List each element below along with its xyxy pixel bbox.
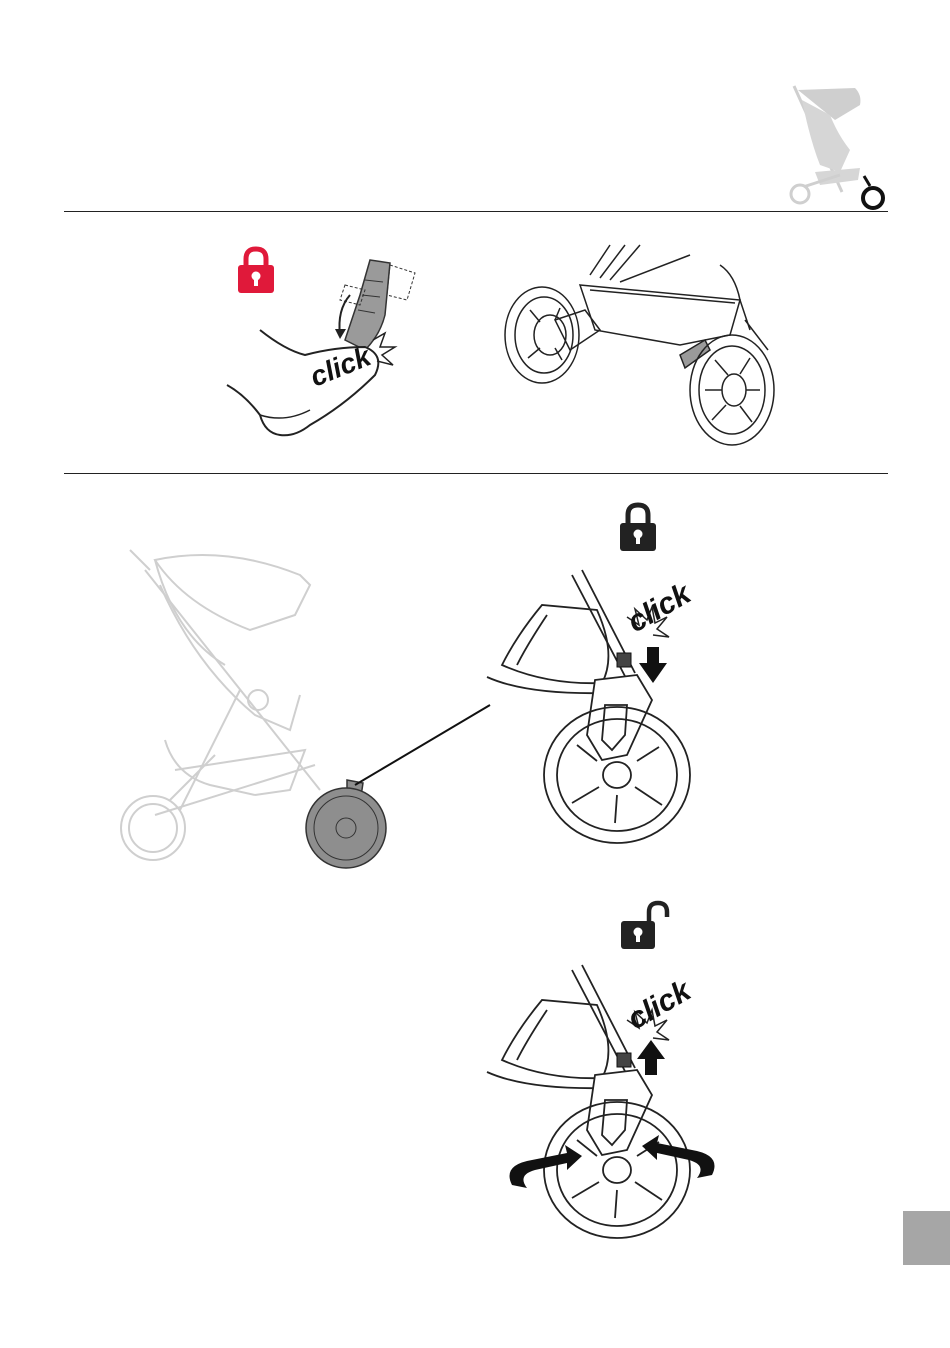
stroller-side-view-illustration — [115, 545, 385, 870]
padlock-locked-icon — [619, 502, 657, 552]
front-wheel-unlock-illustration: click — [487, 960, 727, 1240]
middle-divider — [64, 473, 888, 474]
top-divider — [64, 211, 888, 212]
page-edge-tab — [903, 1211, 950, 1265]
stroller-header-icon — [780, 80, 895, 215]
stroller-rear-wheels-illustration — [500, 240, 790, 450]
click-label-unlock: click — [622, 973, 697, 1036]
padlock-unlocked-icon — [620, 901, 670, 951]
foot-brake-illustration: click — [225, 255, 425, 445]
click-label-lock: click — [622, 576, 697, 639]
front-wheel-lock-illustration: click — [487, 565, 727, 850]
